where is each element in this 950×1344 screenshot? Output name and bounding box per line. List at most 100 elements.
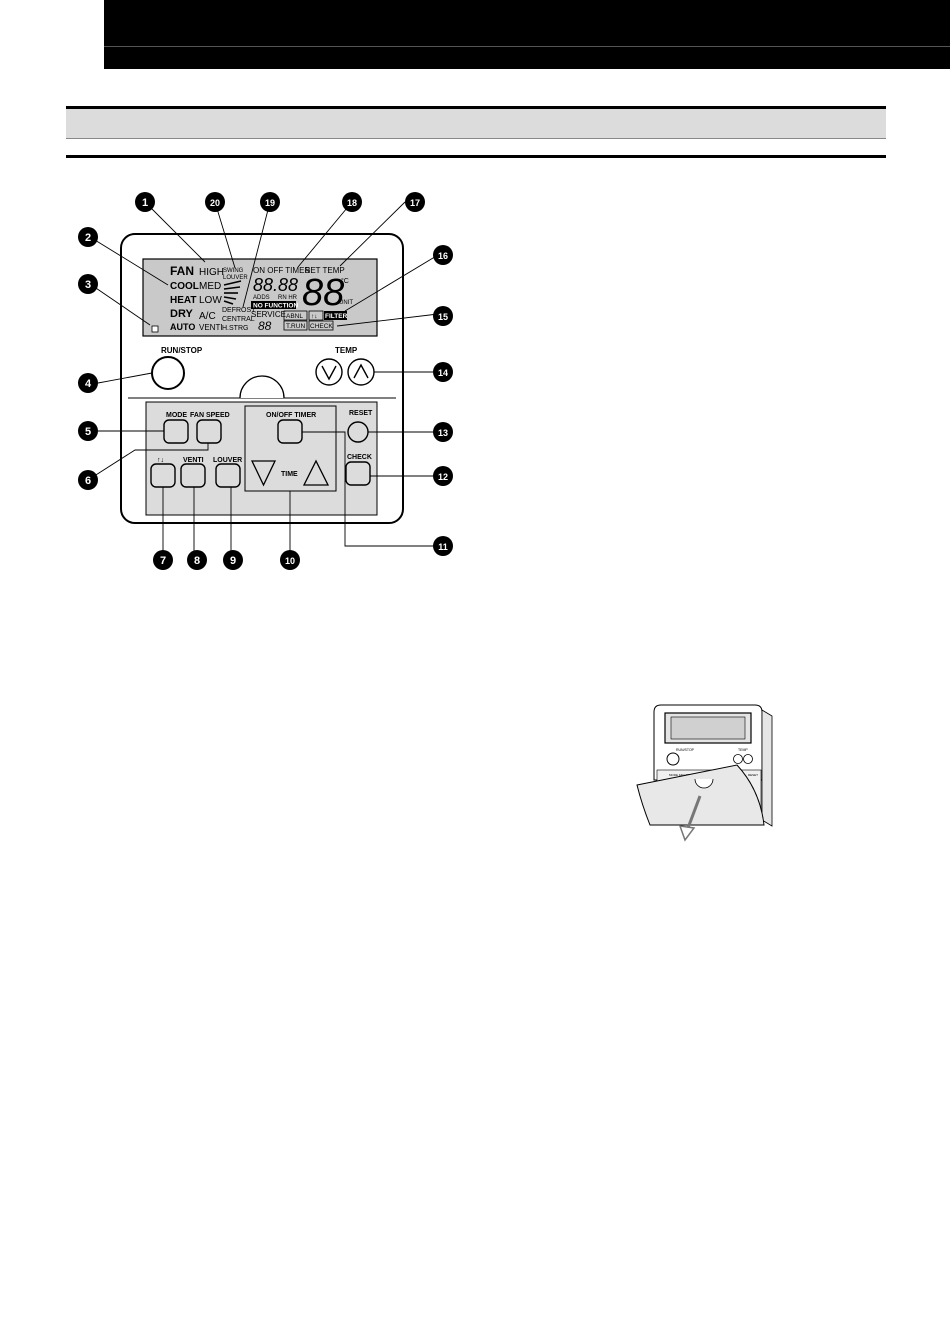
lcd-no-function: NO FUNCTION <box>253 303 298 310</box>
mode-button[interactable] <box>163 419 189 444</box>
check-button[interactable] <box>345 461 371 486</box>
svg-text:18: 18 <box>347 198 357 208</box>
lcd-rn-hr: RN HR <box>278 295 298 301</box>
callout-13: 13 <box>433 422 453 442</box>
louver-icon <box>223 280 242 305</box>
swing-arrows-label: ↑↓ <box>157 457 164 464</box>
svg-text:8: 8 <box>194 555 200 567</box>
svg-text:14: 14 <box>438 368 448 378</box>
callout-14: 14 <box>433 362 453 382</box>
lcd-on-off-timer: ON OFF TIMER <box>253 266 310 275</box>
lcd-check: CHECK <box>310 323 333 330</box>
svg-text:1: 1 <box>142 197 148 209</box>
lcd-mode-cool: COOL <box>170 281 199 292</box>
open-arrow-icon <box>678 825 696 842</box>
remote-controller-diagram: FAN COOL HEAT DRY AUTO HIGH MED LOW A/C … <box>78 192 453 570</box>
lcd-filter-bg <box>324 311 347 320</box>
svg-text:4: 4 <box>85 378 92 390</box>
time-up-button[interactable] <box>302 459 330 486</box>
lcd-filter: FILTER <box>325 313 348 320</box>
on-off-timer-button[interactable] <box>277 419 303 444</box>
header-divider <box>104 46 950 47</box>
callout-17: 17 <box>405 192 425 212</box>
svg-text:2: 2 <box>85 232 91 244</box>
svg-text:12: 12 <box>438 472 448 482</box>
lcd-arrows-box <box>308 310 324 321</box>
check-label: CHECK <box>347 454 372 461</box>
open-arrow-shaft <box>686 795 702 829</box>
leader-lines <box>87 201 439 557</box>
cover-reset-label: RESET <box>748 773 758 777</box>
svg-text:16: 16 <box>438 251 448 261</box>
lcd-service: SERVICE <box>251 310 286 319</box>
cover-temp-up <box>743 754 753 764</box>
reset-button[interactable] <box>347 421 369 443</box>
run-stop-button[interactable] <box>151 356 185 390</box>
callout-1: 1 <box>135 192 155 212</box>
lcd-trun: T.RUN <box>286 323 305 330</box>
callout-16: 16 <box>433 245 453 265</box>
lcd-timer-digits: 88.88 <box>253 275 298 295</box>
lcd-mode-auto: AUTO <box>170 322 195 332</box>
callout-3: 3 <box>78 274 98 294</box>
time-down-button[interactable] <box>250 460 277 487</box>
lcd-trun-box <box>283 320 308 331</box>
cover-temp-down <box>733 754 743 764</box>
svg-text:20: 20 <box>210 198 220 208</box>
temp-up-button[interactable] <box>347 358 375 386</box>
venti-button[interactable] <box>180 463 206 488</box>
callout-20: 20 <box>205 192 225 212</box>
callout-7: 7 <box>153 550 173 570</box>
lcd-unit: UNIT <box>339 300 353 306</box>
callout-10: 10 <box>280 550 300 570</box>
lcd-abnl: ABNL <box>286 313 303 320</box>
lcd-adds: ADDS <box>253 295 270 301</box>
fan-speed-button[interactable] <box>196 419 222 444</box>
svg-text:11: 11 <box>438 542 448 552</box>
svg-text:9: 9 <box>230 555 236 567</box>
lcd-temp-digits: 88 <box>302 272 344 314</box>
on-off-timer-label: ON/OFF TIMER <box>266 412 316 419</box>
lcd-abnl-box <box>283 310 308 321</box>
cover-tab[interactable] <box>239 375 285 399</box>
callout-2: 2 <box>78 227 98 247</box>
cover-mode-fan-label: MODE FAN SPEED <box>669 773 697 777</box>
lcd-hstrg: H.STRG <box>222 325 248 332</box>
callout-12: 12 <box>433 466 453 486</box>
svg-text:17: 17 <box>410 198 420 208</box>
callout-5: 5 <box>78 421 98 441</box>
lcd-mode-fan: FAN <box>170 264 194 278</box>
svg-text:19: 19 <box>265 198 275 208</box>
louver-button[interactable] <box>215 463 241 488</box>
swing-button[interactable] <box>150 463 176 488</box>
temp-label: TEMP <box>335 346 358 355</box>
svg-text:15: 15 <box>438 312 448 322</box>
venti-label: VENTI <box>183 457 204 464</box>
lcd-mode-heat: HEAT <box>170 295 196 306</box>
header-subbar <box>104 47 950 69</box>
temp-down-button[interactable] <box>315 358 343 386</box>
callout-6: 6 <box>78 470 98 490</box>
lcd-indicator-square <box>151 325 159 333</box>
cover-temp-label: TEMP <box>738 748 748 752</box>
lcd-speed-low: LOW <box>199 295 222 306</box>
section-title-bar <box>66 106 886 139</box>
callout-15: 15 <box>433 306 453 326</box>
lcd-speed-high: HIGH <box>199 267 224 278</box>
callout-4: 4 <box>78 373 98 393</box>
lcd-speed-venti: VENTI <box>199 323 223 332</box>
lcd-check-box <box>308 320 334 331</box>
header-bar <box>104 0 950 46</box>
callout-9: 9 <box>223 550 243 570</box>
louver-label: LOUVER <box>213 457 242 464</box>
lcd-defrost: DEFROST <box>222 307 256 314</box>
lcd-service-digits: 88 <box>258 319 272 333</box>
callout-11: 11 <box>433 536 453 556</box>
section-rule <box>66 155 886 158</box>
mode-label: MODE <box>166 412 187 419</box>
svg-text:5: 5 <box>85 426 91 438</box>
fan-speed-label: FAN SPEED <box>190 412 230 419</box>
run-stop-label: RUN/STOP <box>161 346 203 355</box>
reset-label: RESET <box>349 410 373 417</box>
lcd-degree-c: °C <box>341 277 349 285</box>
